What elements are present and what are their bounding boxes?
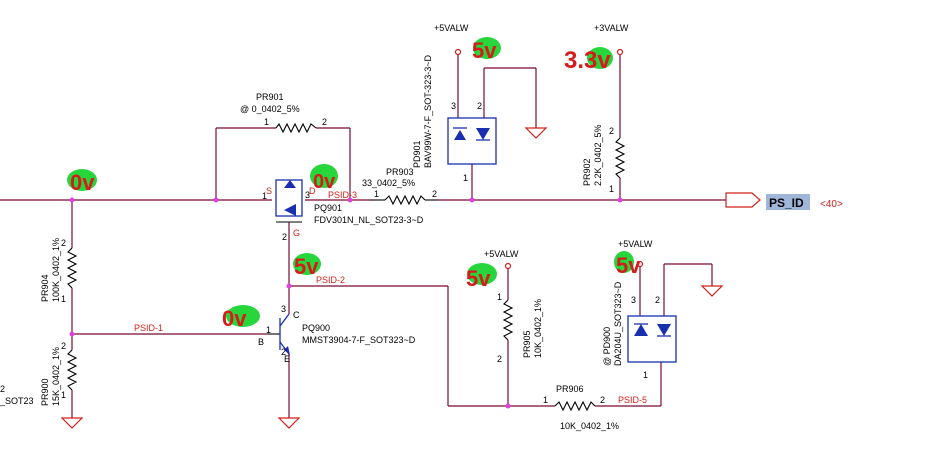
svg-text:2: 2	[322, 117, 327, 127]
svg-text:2: 2	[432, 189, 437, 199]
edge-text-top: 2	[0, 384, 5, 394]
annotation-0v-main: 0v	[70, 170, 95, 195]
net-label-psid2: PSID-2	[316, 275, 345, 285]
net-label-psid3: PSID-3	[328, 190, 357, 200]
edge-text-bottom: _SOT23	[0, 396, 34, 406]
pr902-value: 2.2K_0402_5%	[593, 124, 603, 186]
pq901-diode	[284, 180, 296, 188]
svg-text:B: B	[258, 337, 264, 347]
ps-id-label: PS_ID	[769, 196, 804, 210]
pd901-value: BAV99W-7-F_SOT-323-3~D	[423, 55, 433, 168]
svg-text:1: 1	[61, 294, 66, 304]
svg-text:1: 1	[609, 184, 614, 194]
svg-text:2: 2	[655, 295, 660, 305]
svg-text:1: 1	[264, 117, 269, 127]
svg-text:1: 1	[262, 191, 267, 201]
annotation-5v-pr905: 5v	[466, 266, 491, 291]
svg-text:C: C	[293, 310, 300, 320]
svg-text:3: 3	[451, 101, 456, 111]
annotation-5v-psid2: 5v	[294, 254, 319, 279]
pq901-ref: PQ901	[314, 203, 342, 213]
svg-text:E: E	[284, 354, 290, 364]
svg-text:G: G	[293, 228, 300, 238]
pr905-resistor	[502, 299, 514, 341]
rail-label-5valw-pd901: +5VALW	[434, 23, 469, 33]
ps-id-ref: <40>	[820, 199, 843, 210]
pq900-ref: PQ900	[302, 323, 330, 333]
net-label-psid1: PSID-1	[134, 323, 163, 333]
ps-id-connector	[725, 192, 761, 208]
pd900-value: DA204U_SOT323~D	[613, 281, 623, 366]
pq901-value: FDV301N_NL_SOT23-3~D	[314, 215, 424, 225]
pr901-resistor	[275, 122, 317, 134]
svg-text:D: D	[309, 186, 316, 196]
svg-text:1: 1	[497, 292, 502, 302]
pd901-ref: PD901	[412, 140, 422, 168]
annotation-5v-pd901: 5v	[472, 38, 497, 63]
net-label-psid5: PSID-5	[618, 395, 647, 405]
pq901-arrow	[284, 204, 296, 216]
pd900-ref: @ PD900	[602, 327, 612, 366]
svg-text:3: 3	[281, 304, 286, 314]
gnd-pd901	[524, 127, 548, 139]
svg-text:2: 2	[600, 395, 605, 405]
svg-text:2: 2	[497, 354, 502, 364]
svg-text:S: S	[266, 186, 272, 196]
svg-text:2: 2	[609, 126, 614, 136]
pr904-value: 100K_0402_1%	[51, 238, 61, 302]
pr900-value: 15K_0402_1%	[51, 347, 61, 406]
annotation-3v3: 3.3v	[564, 47, 611, 74]
svg-text:1: 1	[463, 173, 468, 183]
pr905-ref: PR905	[522, 330, 532, 358]
annotation-0v-base: 0v	[222, 306, 247, 331]
rail-pr905-pin	[504, 262, 512, 270]
pr900-resistor	[66, 349, 78, 391]
svg-text:2: 2	[281, 347, 286, 357]
rail-label-5valw-pd900: +5VALW	[618, 239, 653, 249]
pr903-value: 33_0402_5%	[362, 178, 415, 188]
pr904-ref: PR904	[40, 274, 50, 302]
pd901-body	[447, 117, 497, 165]
svg-text:1: 1	[543, 395, 548, 405]
pr903-ref: PR903	[386, 167, 414, 177]
pd900-body	[627, 315, 677, 363]
pr906-ref: PR906	[556, 384, 584, 394]
pr904-resistor	[66, 247, 78, 289]
pr900-ref: PR900	[40, 378, 50, 406]
pr903-resistor	[384, 194, 426, 206]
svg-text:1: 1	[374, 189, 379, 199]
pq900-value: MMST3904-7-F_SOT323~D	[302, 335, 416, 345]
pr906-resistor	[554, 400, 596, 412]
svg-text:1: 1	[643, 370, 648, 380]
svg-text:1: 1	[61, 390, 66, 400]
pr902-resistor	[614, 137, 626, 179]
svg-text:3: 3	[631, 295, 636, 305]
gnd-pr900	[60, 417, 84, 429]
gnd-pq900	[277, 417, 301, 429]
pr905-value: 10K_0402_1%	[533, 299, 543, 358]
annotation-5v-pd900: 5v	[616, 253, 641, 278]
rail-label-3valw: +3VALW	[594, 23, 629, 33]
svg-text:2: 2	[61, 341, 66, 351]
pr901-ref: PR901	[256, 92, 284, 102]
annotation-0v-mosfet: 0v	[313, 171, 336, 193]
rail-label-5valw-pr905: +5VALW	[484, 249, 519, 259]
pq901-body	[275, 179, 303, 217]
gnd-pd900	[700, 285, 724, 297]
svg-text:1: 1	[266, 325, 271, 335]
svg-text:2: 2	[282, 232, 287, 242]
svg-text:2: 2	[477, 101, 482, 111]
pr902-ref: PR902	[582, 158, 592, 186]
pr906-value: 10K_0402_1%	[560, 421, 619, 431]
svg-text:2: 2	[61, 238, 66, 248]
ps-id-highlight	[766, 194, 810, 210]
svg-text:3: 3	[305, 190, 310, 200]
pr901-value: @ 0_0402_5%	[240, 104, 300, 114]
